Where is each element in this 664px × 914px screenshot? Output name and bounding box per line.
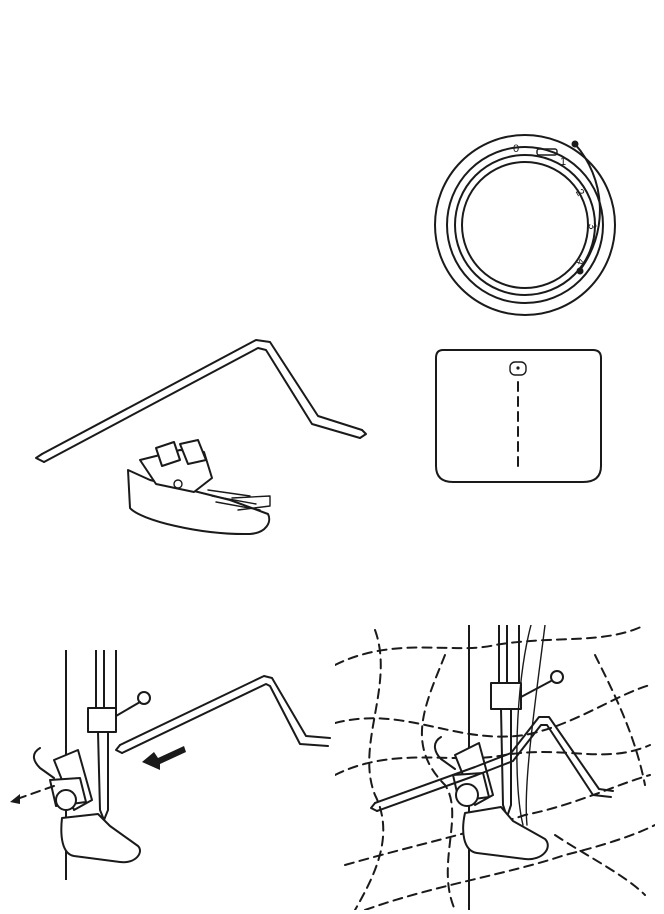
presser-foot bbox=[120, 430, 280, 550]
stitch-plate bbox=[433, 346, 603, 486]
guide-attachment-step bbox=[0, 650, 340, 880]
dial-mark-0: 0 bbox=[513, 143, 519, 155]
dial-mark-1: 1 bbox=[560, 156, 566, 168]
dial-mark-4: 4 bbox=[574, 257, 587, 266]
quilting-guide-bar bbox=[30, 330, 375, 470]
range-end-dot bbox=[576, 267, 584, 275]
quilting-step bbox=[335, 625, 655, 910]
range-start-dot bbox=[571, 140, 579, 148]
stitch-marker-icon bbox=[536, 148, 558, 156]
dial-mark-2: 2 bbox=[573, 187, 586, 198]
dial-mark-3: 3 bbox=[585, 222, 598, 231]
stitch-length-dial[interactable]: 0 1 2 3 4 bbox=[425, 125, 625, 325]
